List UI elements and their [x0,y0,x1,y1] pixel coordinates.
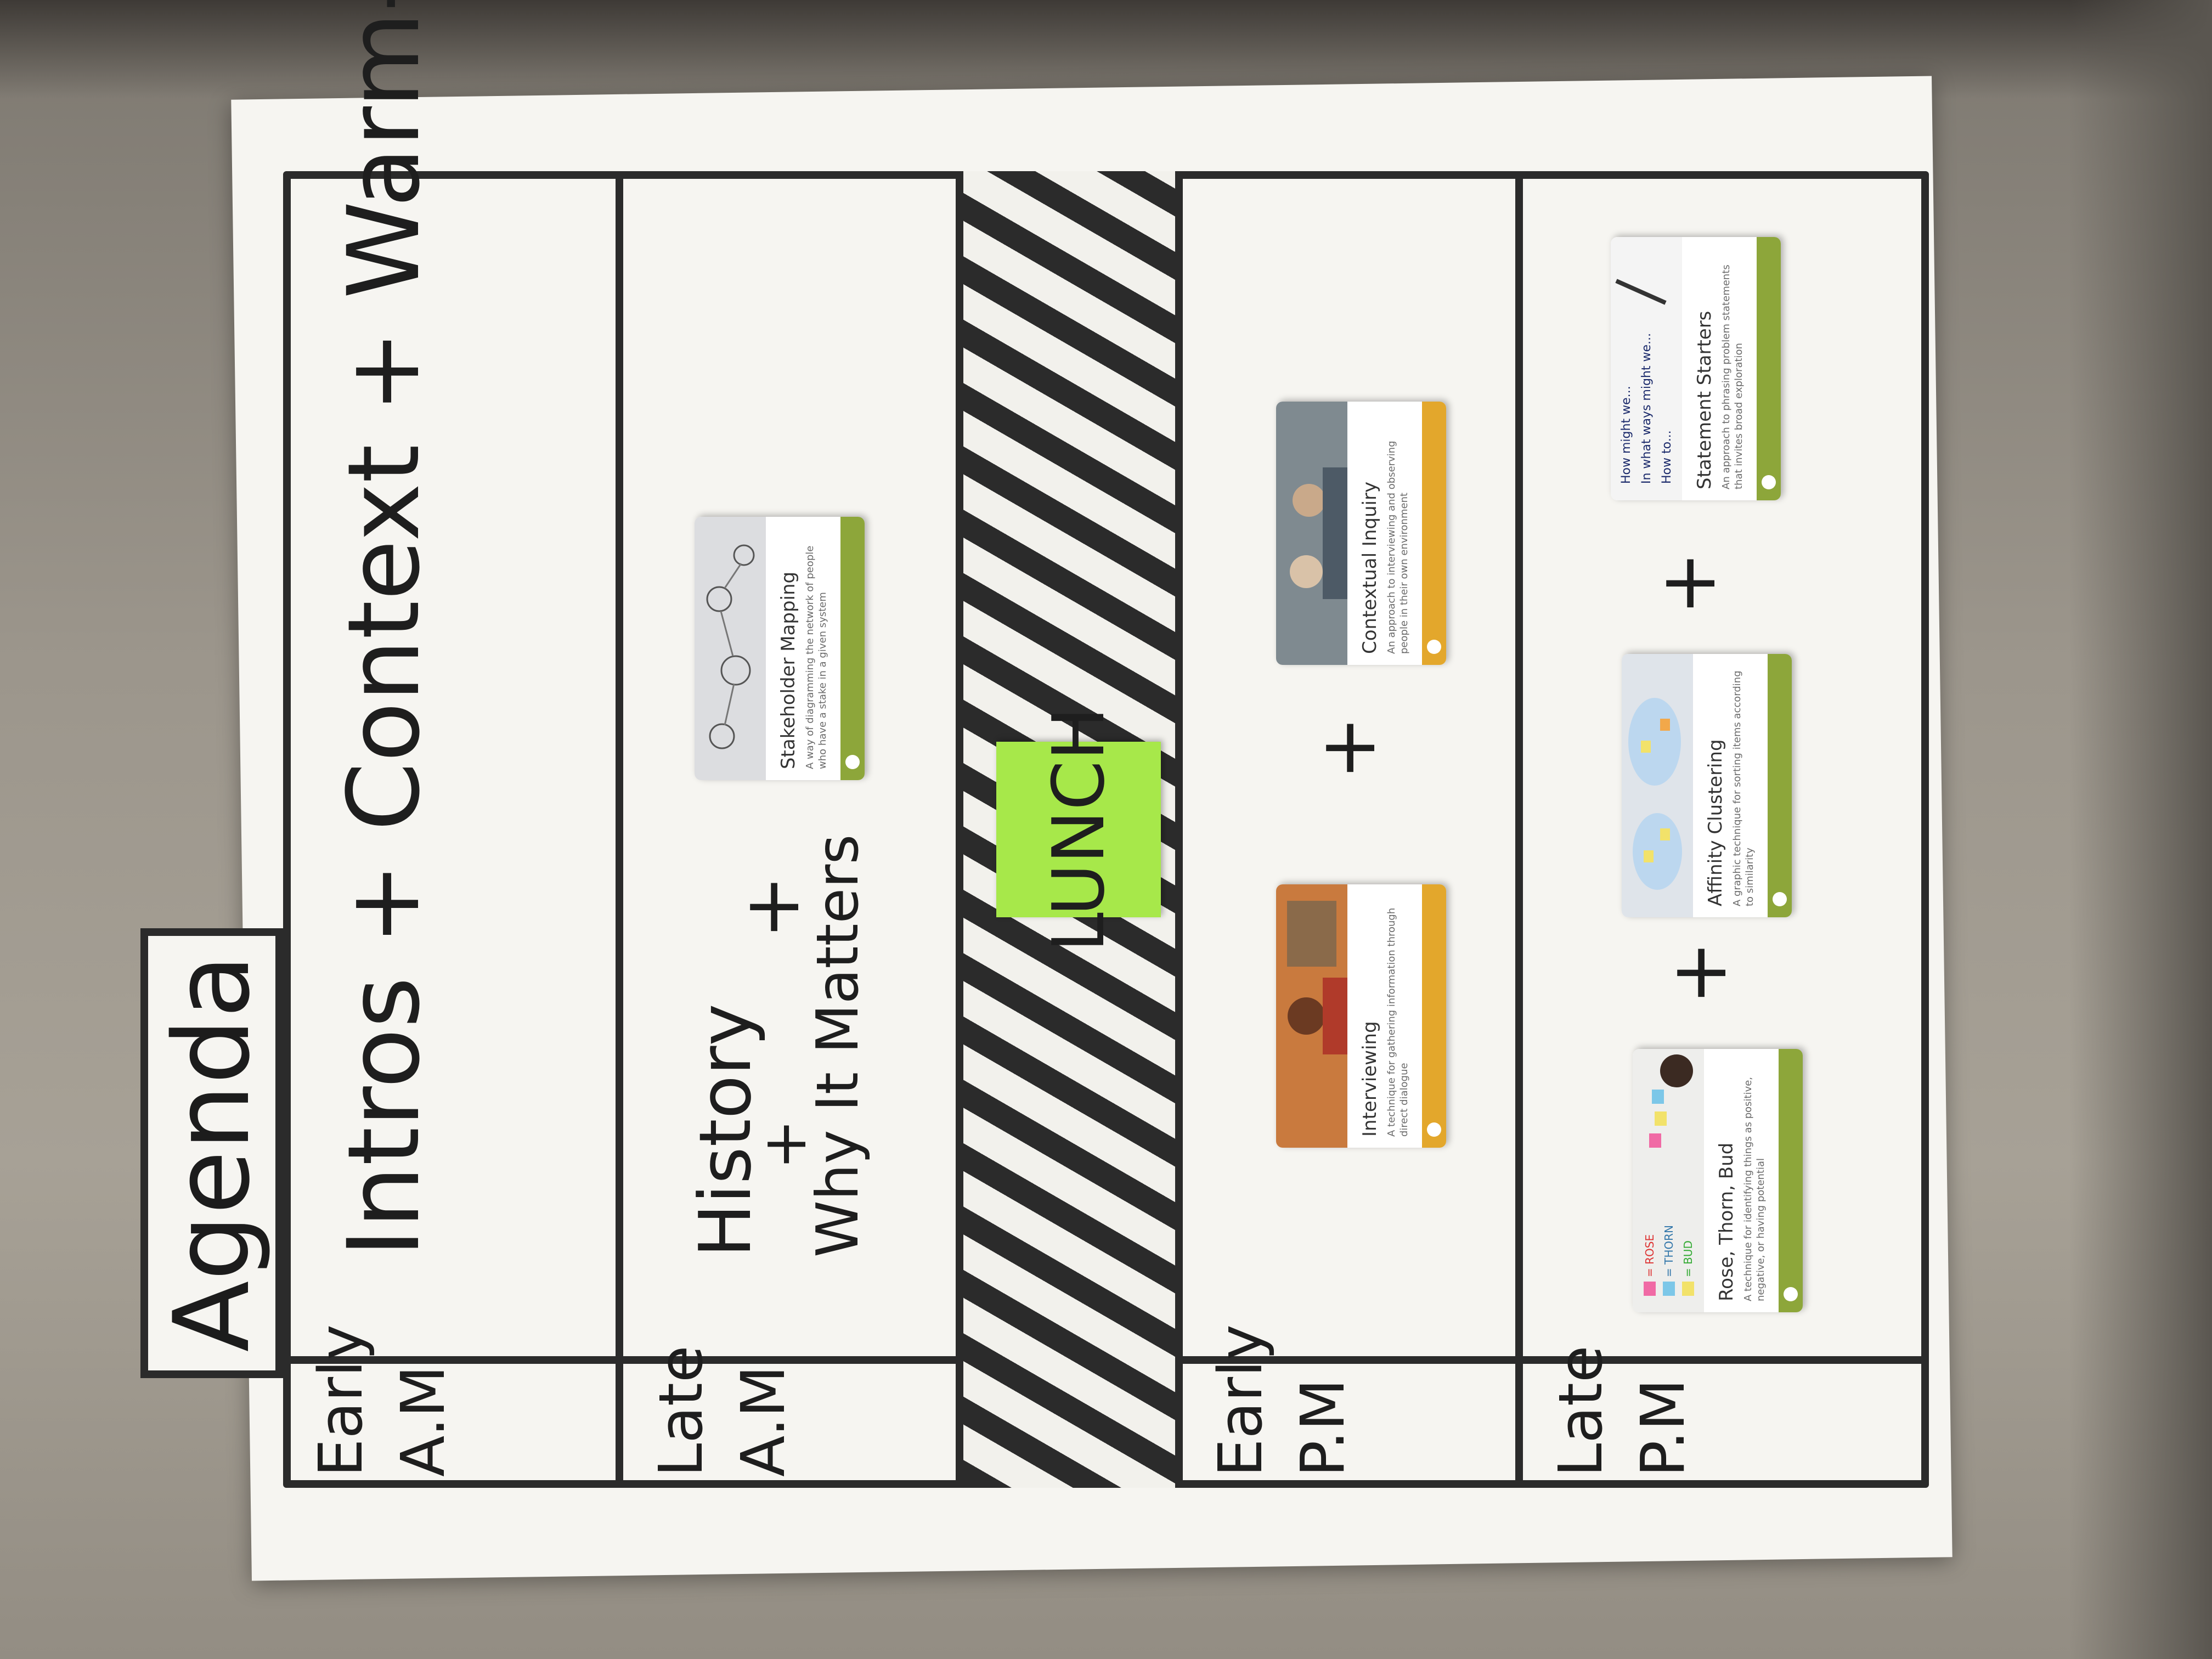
row-content-late-pm: = ROSE = THORN = BUD Rose, Thorn, Bud A … [1523,171,1929,1356]
row-label-cell: Early P.M [1183,1324,1515,1488]
card-description: An approach to phrasing problem statemen… [1720,264,1745,489]
sticky-label-rose: = ROSE [1643,1234,1656,1277]
card-image: How might we... In what ways might we...… [1611,237,1682,500]
method-card-interviewing: Interviewing A technique for gathering i… [1276,884,1446,1148]
agenda-board: Agenda Early A.M Intros + Context + Warm… [140,0,1929,1488]
card-image [1276,402,1347,665]
row-content-late-am: History + Why It Matters + Stakeholder M… [623,171,956,1356]
whiteboard-line-1: How might we... [1620,386,1633,484]
row-label-early-pm: Early P.M [1205,1324,1358,1477]
card-name: Rose, Thorn, Bud [1716,1142,1737,1301]
card-text: Affinity Clustering A graphic technique … [1701,665,1756,906]
row-early-pm: Early P.M Interviewing A technique for g… [1183,171,1523,1488]
whiteboard-line-2: In what ways might we... [1640,333,1654,484]
card-logo-icon [1773,892,1787,906]
card-description: A graphic technique for sorting items ac… [1731,670,1756,906]
agenda-title-box: Agenda [140,928,283,1378]
card-text: Rose, Thorn, Bud A technique for identif… [1712,1060,1767,1301]
intro-session-text: Intros + Context + Warm-Up [327,0,442,1257]
card-text: Contextual Inquiry An approach to interv… [1356,413,1410,654]
agenda-title: Agenda [151,954,273,1352]
card-band [1422,884,1446,1148]
row-label-late-pm: Late P.M [1545,1345,1698,1477]
row-label-cell: Late P.M [1523,1345,1929,1488]
method-card-stakeholder-mapping: Stakeholder Mapping A way of diagramming… [695,517,865,780]
card-band [1422,402,1446,665]
card-logo-icon [1762,475,1776,489]
card-band [1757,237,1781,500]
card-name: Stakeholder Mapping [777,571,799,769]
card-logo-icon [1784,1287,1798,1301]
method-card-contextual-inquiry: Contextual Inquiry An approach to interv… [1276,402,1446,665]
sticky-label-bud: = BUD [1681,1240,1695,1277]
card-description: A technique for gathering information th… [1386,907,1410,1137]
card-image: = ROSE = THORN = BUD [1633,1049,1704,1312]
card-name: Affinity Clustering [1705,739,1726,906]
card-band [1779,1049,1803,1312]
lunch-label: LUNCH [1037,707,1120,952]
card-text: Stakeholder Mapping A way of diagramming… [774,528,829,769]
card-name: Statement Starters [1694,311,1716,489]
card-logo-icon [1427,1122,1441,1137]
row-label-cell: Late A.M [623,1345,956,1488]
card-image [1622,654,1693,917]
method-card-statement-starters: How might we... In what ways might we...… [1611,237,1781,500]
card-logo-icon [845,755,860,769]
row-late-pm: Late P.M = ROSE = THORN = BUD [1523,171,1929,1488]
plus-sign: + [1304,715,1393,780]
wall-shadow-right [2069,0,2212,1659]
row-late-am: Late A.M History + Why It Matters + [623,171,963,1488]
card-description: A way of diagramming the network of peop… [804,545,828,769]
plus-sign: + [1644,551,1733,616]
row-content-early-pm: Interviewing A technique for gathering i… [1183,171,1515,1356]
card-logo-icon [1427,640,1441,654]
plus-sign: + [1655,940,1744,1005]
whiteboard-line-3: How to... [1660,430,1674,484]
row-early-am: Early A.M Intros + Context + Warm-Up [283,0,623,1488]
row-lunch: LUNCH [963,171,1183,1488]
card-image [695,517,766,780]
row-label-cell: Early A.M [283,1324,616,1488]
card-description: An approach to interviewing and observin… [1386,441,1410,654]
card-band [840,517,865,780]
sticky-label-thorn: = THORN [1662,1225,1675,1277]
row-label-late-am: Late A.M [646,1345,798,1477]
row-content-early-am: Intros + Context + Warm-Up [283,0,616,1356]
plus-sign: + [727,874,817,939]
card-name: Contextual Inquiry [1359,481,1381,654]
card-text: Interviewing A technique for gathering i… [1356,895,1410,1137]
card-description: A technique for identifying things as po… [1742,1076,1767,1301]
lunch-sticky-note: LUNCH [996,707,1161,952]
card-image [1276,884,1347,1148]
method-card-rose-thorn-bud: = ROSE = THORN = BUD Rose, Thorn, Bud A … [1633,1049,1803,1312]
card-name: Interviewing [1359,1021,1381,1137]
card-text: Statement Starters An approach to phrasi… [1690,248,1745,489]
method-card-affinity-clustering: Affinity Clustering A graphic technique … [1622,654,1792,917]
row-label-early-am: Early A.M [306,1324,458,1477]
card-band [1768,654,1792,917]
